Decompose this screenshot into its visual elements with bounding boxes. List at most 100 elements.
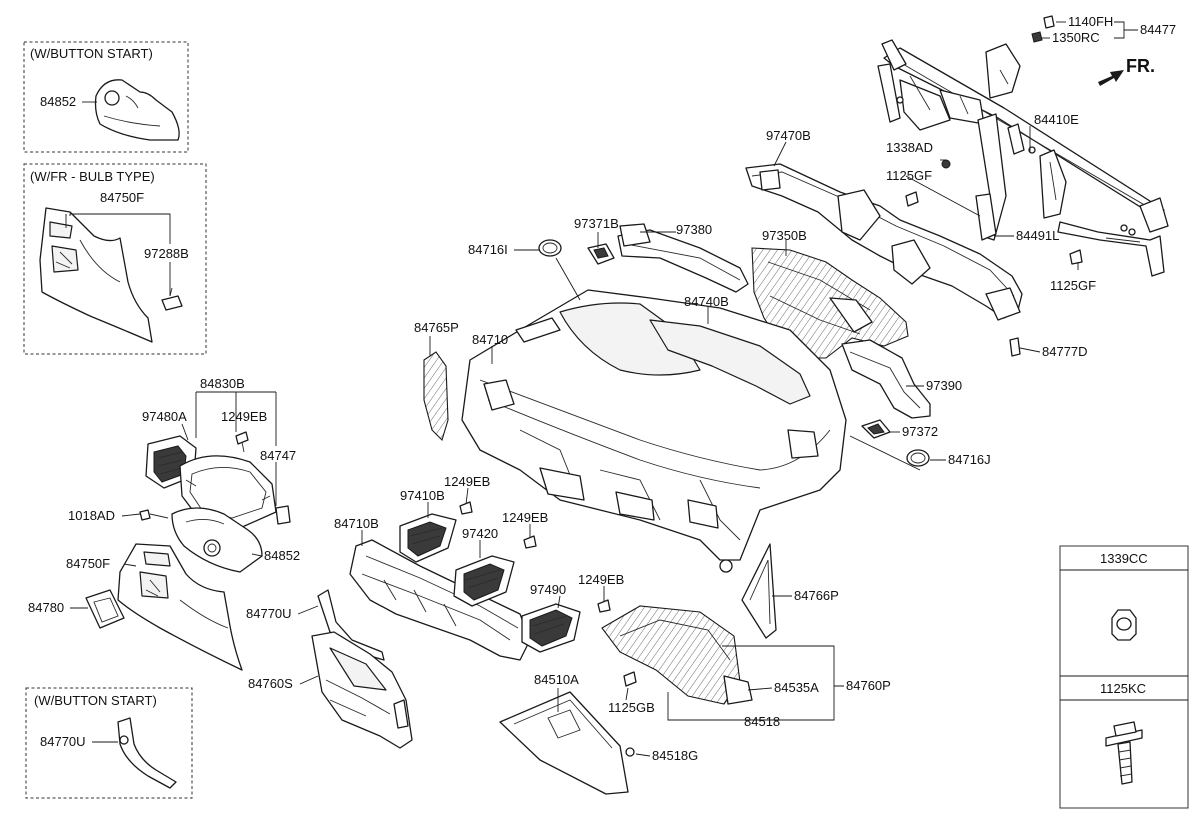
label-1125GB: 1125GB [608,700,655,715]
part-84491L-bracket [975,193,997,241]
label-97470B: 97470B [766,128,811,143]
label-97380: 97380 [676,222,712,237]
legend-fasteners: 1339CC 1125KC [1059,545,1189,809]
part-84760S-lower-panel [311,631,413,749]
part-97420-vent [453,555,515,607]
label-84740B: 84740B [684,294,729,309]
inset-title-button-start-top: (W/BUTTON START) [30,46,153,61]
part-84710B-facia-frame [349,539,531,661]
label-84410E: 84410E [1034,112,1079,127]
label-84518G: 84518G [652,748,698,763]
part-97380-left-duct [617,223,749,293]
label-97410B: 97410B [400,488,445,503]
label-84477: 84477 [1140,22,1176,37]
legend-1125KC: 1125KC [1100,681,1146,696]
part-1018AD-screw [139,509,169,521]
part-84765P-side-trim [423,351,449,442]
part-84777D-bolt [1009,337,1021,357]
front-direction-indicator: FR. [1098,56,1155,86]
label-84491L: 84491L [1016,228,1059,243]
part-84510A-glove-box [499,691,629,795]
part-1140FH-bolt [1043,15,1055,29]
part-84852-lower-cover [171,507,263,573]
label-1249EB-a: 1249EB [221,409,267,424]
label-1249EB-b: 1249EB [444,474,490,489]
part-84852-inset [94,79,180,141]
label-97288B: 97288B [144,246,189,261]
part-84518G-bumper [625,747,635,757]
part-84716J-speaker-cover [906,449,930,467]
label-84716I: 84716I [468,242,508,257]
front-label: FR. [1126,56,1155,76]
label-84716J: 84716J [948,452,991,467]
label-1140FH: 1140FH [1068,14,1113,29]
label-84765P: 84765P [414,320,459,335]
nut-icon [1111,609,1137,641]
label-97420: 97420 [462,526,498,541]
label-1249EB-d: 1249EB [578,572,624,587]
part-97288B-inset [161,287,183,311]
label-97390: 97390 [926,378,962,393]
label-84750F-top: 84750F [100,190,144,205]
label-1350RC: 1350RC [1052,30,1100,45]
inset-bulb-type: (W/FR - BULB TYPE) 84750F 97288B [23,163,207,355]
part-1249EB-screw-a [235,431,249,453]
label-97371B: 97371B [574,216,619,231]
part-1125GF-bolt-b [1069,249,1083,265]
part-97390-right-duct [841,339,931,419]
label-84535A: 84535A [774,680,819,695]
label-84750F-mid: 84750F [66,556,110,571]
part-84766P-side-trim [741,543,777,639]
part-97371B-vent [587,243,615,265]
part-97372-vent [861,419,891,439]
part-1125GF-bolt-a [905,191,919,207]
part-1249EB-screw-d [597,599,611,613]
label-1125GF-a: 1125GF [886,168,932,183]
part-1249EB-screw-b [459,501,473,515]
label-1249EB-c: 1249EB [502,510,548,525]
part-97470B-upper-duct [745,163,1023,321]
part-84750F-lower-panel [117,543,243,671]
part-84770U-inset [117,717,177,789]
part-84760P-glove-housing [601,605,753,705]
label-84830B: 84830B [200,376,245,391]
part-84750F-inset [39,207,153,343]
part-84710-crash-pad [461,289,847,573]
part-84410E-cowl-crossbar [877,39,1169,277]
label-84510A: 84510A [534,672,579,687]
label-84710: 84710 [472,332,508,347]
label-84710B: 84710B [334,516,379,531]
label-1125GF-b: 1125GF [1050,278,1096,293]
legend-1339CC: 1339CC [1100,551,1148,566]
part-84716I-speaker-cover [538,239,562,257]
label-1338AD: 1338AD [886,140,933,155]
label-84518: 84518 [744,714,780,729]
label-84852-mid: 84852 [264,548,300,563]
label-84770U-bottom: 84770U [40,734,86,749]
leader-lines [70,21,1138,757]
part-97410B-vent [399,513,457,563]
label-97480A: 97480A [142,409,187,424]
front-arrow-icon [1098,70,1124,86]
part-1249EB-screw-c [523,535,537,549]
inset-title-button-start-bottom: (W/BUTTON START) [34,693,157,708]
label-84760S: 84760S [248,676,293,691]
part-84747-trim [275,505,291,525]
label-84766P: 84766P [794,588,839,603]
part-1338AD-nut [941,159,951,169]
inset-button-start-top: (W/BUTTON START) 84852 [23,41,189,153]
label-84777D: 84777D [1042,344,1088,359]
label-84747: 84747 [260,448,296,463]
label-1018AD: 1018AD [68,508,115,523]
label-84780: 84780 [28,600,64,615]
inset-button-start-bottom: (W/BUTTON START) 84770U [25,687,193,799]
label-84760P: 84760P [846,678,891,693]
inset-title-bulb-type: (W/FR - BULB TYPE) [30,169,155,184]
part-labels: 84830B 97480A 1249EB 84747 1018AD 84852 … [28,14,1176,763]
part-97490-vent [521,603,581,653]
label-97490: 97490 [530,582,566,597]
part-1350RC-clip [1031,31,1043,43]
label-97372: 97372 [902,424,938,439]
label-84770U-mid: 84770U [246,606,292,621]
